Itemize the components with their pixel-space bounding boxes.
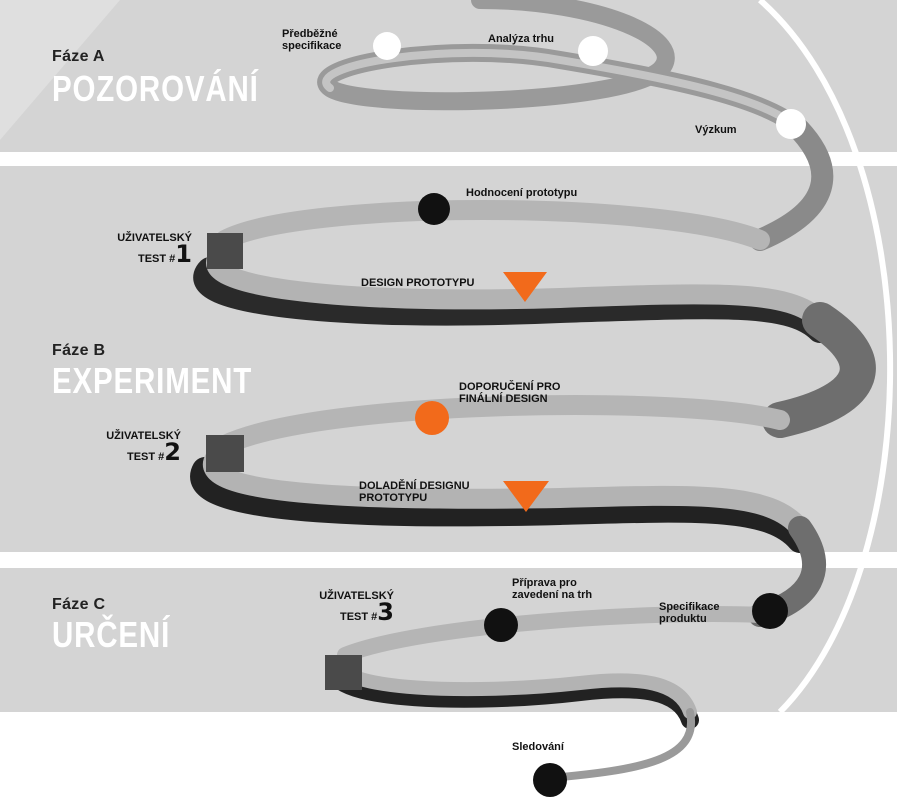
spiral-loop-2-front-shadow: [190, 457, 813, 553]
spiral-loop-2-back: [215, 395, 790, 455]
spiral-loop-1-back: [215, 200, 770, 250]
phase-a-label: Fáze A: [52, 48, 105, 65]
spiral-loop-top-highlight: [322, 48, 804, 134]
milestone-doladeni-label: DOLADĚNÍ DESIGNU PROTOTYPU: [359, 480, 470, 504]
milestone-priprava-dot: [484, 608, 518, 642]
user-test-2-label: UŽIVATELSKÝ TEST #2: [89, 430, 181, 466]
user-test-1-text: UŽIVATELSKÝ TEST #: [117, 232, 192, 265]
phase-c-name: URČENÍ: [52, 614, 171, 655]
milestone-doporuceni-dot: [415, 401, 449, 435]
phase-b-name: EXPERIMENT: [52, 360, 253, 401]
milestone-doladeni-triangle: [503, 481, 549, 512]
user-test-3-label: UŽIVATELSKÝ TEST #3: [298, 590, 394, 626]
user-test-1-number: 1: [175, 240, 192, 268]
spiral-descent-2: [762, 302, 876, 438]
phase-b-label: Fáze B: [52, 342, 106, 359]
spiral-descent-1: [749, 114, 834, 251]
milestone-vyzkum-dot: [776, 109, 806, 139]
milestone-priprava-label: Příprava pro zavedení na trh: [512, 577, 593, 601]
milestone-design-label: DESIGN PROTOTYPU: [361, 277, 475, 289]
spiral-loop-3-back: [337, 606, 768, 663]
phase-a-name: POZOROVÁNÍ: [52, 68, 259, 109]
user-test-2-text: UŽIVATELSKÝ TEST #: [106, 430, 181, 463]
user-test-1-square: [207, 233, 243, 269]
milestone-predbezne-label: Předběžné specifikace: [282, 28, 342, 52]
user-test-1-label: UŽIVATELSKÝ TEST #1: [100, 232, 192, 268]
milestone-design-triangle: [503, 272, 547, 302]
milestone-hodnoceni-label: Hodnocení prototypu: [466, 187, 578, 199]
spiral-loop-1-front: [206, 245, 830, 330]
user-test-3-number: 3: [377, 598, 394, 626]
milestone-analyza-label: Analýza trhu: [488, 33, 555, 45]
spiral-tail: [546, 708, 696, 782]
phase-c-label: Fáze C: [52, 596, 106, 613]
globe-edge: [758, 0, 893, 715]
milestone-specifikace-label: Specifikace produktu: [659, 601, 720, 625]
milestone-vyzkum-label: Výzkum: [695, 124, 737, 136]
milestone-specifikace-dot: [752, 593, 788, 629]
milestone-doporuceni-label: DOPORUČENÍ PRO FINÁLNÍ DESIGN: [459, 381, 561, 405]
user-test-3-text: UŽIVATELSKÝ TEST #: [319, 590, 394, 623]
milestone-analyza-dot: [578, 36, 608, 66]
spiral-loop-1-front-shadow: [193, 257, 833, 343]
user-test-2-number: 2: [164, 438, 181, 466]
spiral-loop-3-front: [333, 655, 697, 719]
milestone-hodnoceni-dot: [418, 193, 450, 225]
milestone-predbezne-dot: [373, 32, 401, 60]
user-test-2-square: [206, 435, 244, 472]
milestone-sledovani-label: Sledování: [512, 741, 564, 753]
phase-a-band: [0, 0, 897, 152]
milestone-sledovani-dot: [533, 763, 567, 797]
user-test-3-square: [325, 655, 362, 690]
corner-shape: [0, 0, 120, 140]
